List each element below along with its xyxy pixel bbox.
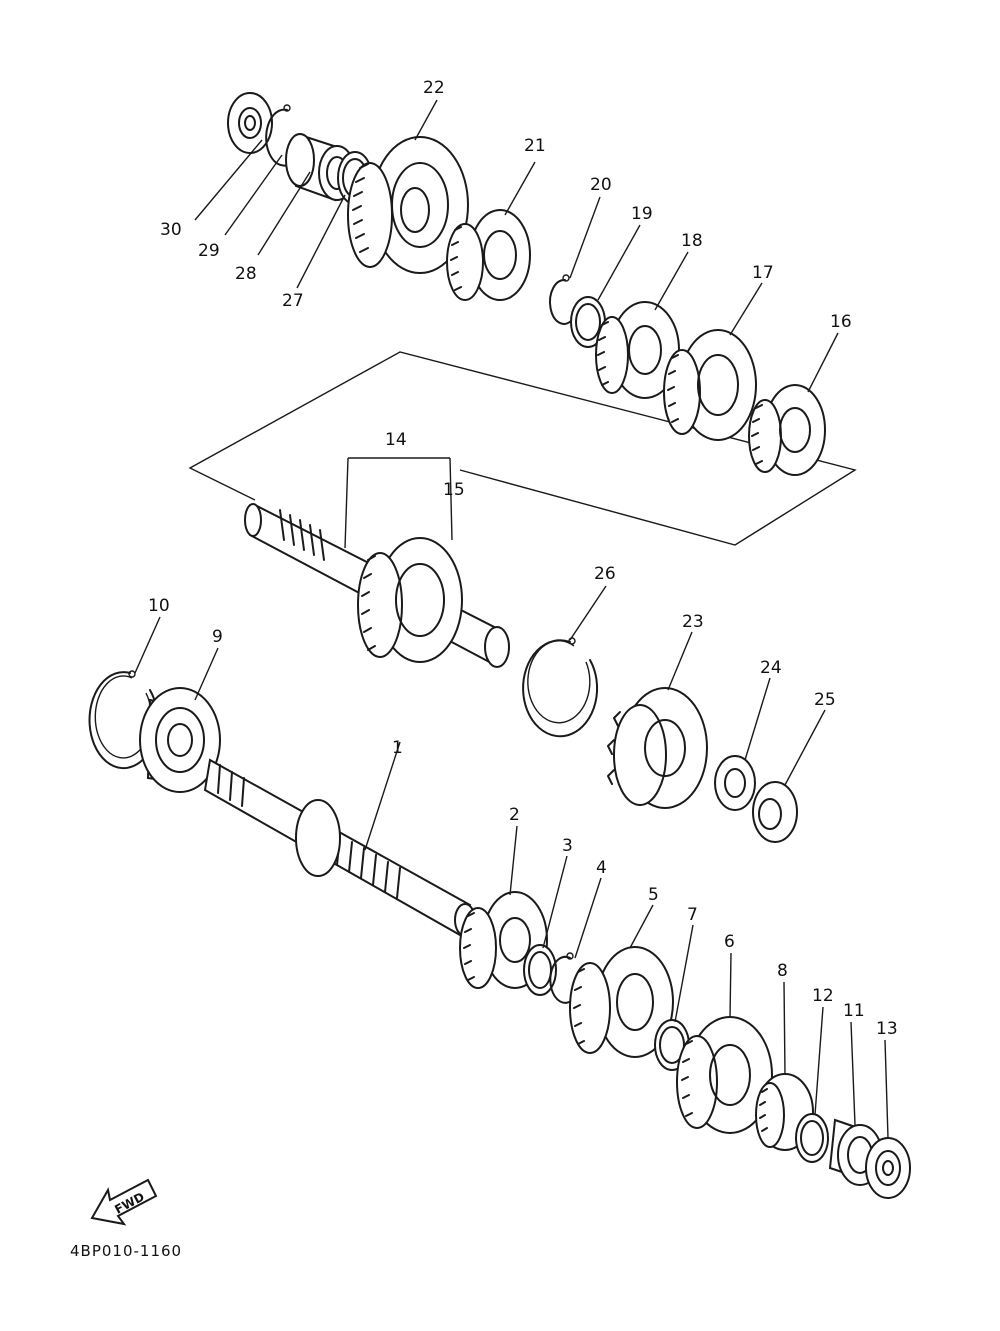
part-1-drive-axle bbox=[203, 758, 476, 937]
part-21-gear bbox=[446, 209, 531, 301]
callout-17: 17 bbox=[752, 263, 774, 283]
leader-lines bbox=[134, 99, 889, 1139]
upper-shaft-group bbox=[227, 92, 826, 476]
callout-4: 4 bbox=[596, 858, 607, 878]
callout-2: 2 bbox=[509, 805, 520, 825]
part-12-washer bbox=[795, 1113, 829, 1163]
part-25-nut bbox=[752, 781, 798, 843]
part-24-lock-washer bbox=[714, 755, 756, 811]
part-18-gear bbox=[595, 301, 680, 399]
callout-24: 24 bbox=[760, 658, 782, 678]
callout-25: 25 bbox=[814, 690, 836, 710]
callout-15: 15 bbox=[443, 480, 465, 500]
callout-10: 10 bbox=[148, 596, 170, 616]
callout-8: 8 bbox=[777, 961, 788, 981]
drawing-code: 4BP010-1160 bbox=[70, 1242, 183, 1260]
part-6-gear bbox=[676, 1016, 773, 1134]
callout-29: 29 bbox=[198, 241, 220, 261]
part-23-sprocket bbox=[607, 687, 708, 809]
callout-18: 18 bbox=[681, 231, 703, 251]
callout-12: 12 bbox=[812, 986, 834, 1006]
callout-27: 27 bbox=[282, 291, 304, 311]
callout-6: 6 bbox=[724, 932, 735, 952]
subassembly-bracket bbox=[188, 351, 857, 546]
callout-1: 1 bbox=[392, 738, 403, 758]
part-20-circlip bbox=[549, 274, 573, 325]
part-26-circlip bbox=[522, 637, 599, 738]
callout-20: 20 bbox=[590, 175, 612, 195]
main-axle-group bbox=[244, 503, 798, 843]
part-16-gear bbox=[748, 384, 826, 476]
callout-22: 22 bbox=[423, 78, 445, 98]
callout-11: 11 bbox=[843, 1001, 865, 1021]
part-15-gear bbox=[357, 537, 463, 663]
drive-axle-group bbox=[88, 670, 911, 1199]
callout-14: 14 bbox=[385, 430, 407, 450]
callout-28: 28 bbox=[235, 264, 257, 284]
callout-3: 3 bbox=[562, 836, 573, 856]
callout-23: 23 bbox=[682, 612, 704, 632]
callout-7: 7 bbox=[687, 905, 698, 925]
callout-21: 21 bbox=[524, 136, 546, 156]
callout-26: 26 bbox=[594, 564, 616, 584]
part-9-bearing bbox=[139, 687, 221, 793]
part-4-circlip bbox=[549, 952, 577, 1004]
callout-5: 5 bbox=[648, 885, 659, 905]
callout-19: 19 bbox=[631, 204, 653, 224]
part-30-bearing bbox=[227, 92, 273, 154]
callout-13: 13 bbox=[876, 1019, 898, 1039]
callout-16: 16 bbox=[830, 312, 852, 332]
callout-30: 30 bbox=[160, 220, 182, 240]
forward-arrow-icon: FWD bbox=[90, 1178, 158, 1226]
callout-9: 9 bbox=[212, 627, 223, 647]
part-22-gear bbox=[347, 136, 469, 274]
part-5-gear bbox=[569, 946, 674, 1058]
part-13-bearing bbox=[865, 1137, 911, 1199]
part-17-gear bbox=[663, 329, 757, 441]
